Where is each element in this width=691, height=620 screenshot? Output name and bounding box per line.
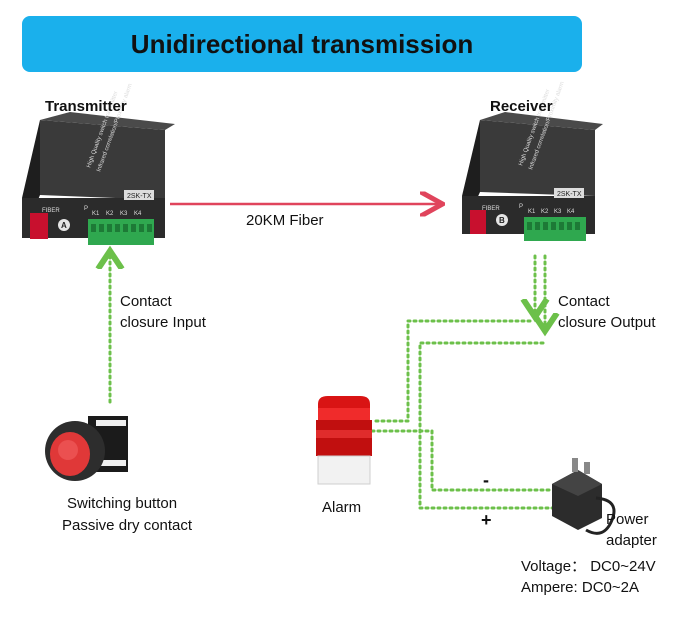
output-label-line2: closure Output <box>558 314 656 331</box>
power-label-line2: adapter <box>606 532 657 549</box>
receiver-p-label: P <box>519 204 523 210</box>
button-label-line1: Switching button <box>67 495 178 512</box>
input-label-line2: closure Input <box>120 314 206 331</box>
alarm-light-icon <box>316 396 372 485</box>
receiver-fiber-label: FIBER <box>482 206 500 212</box>
transmitter-p-label: P <box>84 206 88 212</box>
title-banner: Unidirectional transmission <box>22 16 582 72</box>
transmitter-port-letter: A <box>61 221 67 230</box>
transmitter-k2: K2 <box>106 211 114 217</box>
receiver-k1: K1 <box>528 209 536 215</box>
alarm-label: Alarm <box>322 499 362 516</box>
transmitter-k3: K3 <box>120 211 128 217</box>
transmitter-label: Transmitter <box>45 98 127 115</box>
receiver-k2: K2 <box>541 209 549 215</box>
output-label-line1: Contact <box>558 293 610 310</box>
receiver-device: High Quality switch transmitter Infrared… <box>462 81 603 241</box>
transmitter-k4: K4 <box>134 211 142 217</box>
output-wire-arrows <box>535 254 545 328</box>
receiver-port-letter: B <box>499 216 505 225</box>
minus-sign: - <box>483 470 489 490</box>
transmitter-model: 2SK-TX <box>127 193 152 200</box>
transmitter-terminal-block <box>88 219 154 245</box>
page-title: Unidirectional transmission <box>130 28 474 59</box>
receiver-model: 2SK-TX <box>557 191 582 198</box>
power-label-line1: Power <box>606 511 649 528</box>
switching-button-icon <box>45 416 128 481</box>
input-label-line1: Contact <box>120 293 172 310</box>
receiver-fiber-port <box>470 210 486 234</box>
power-ampere: Ampere: DC0~2A <box>521 579 639 596</box>
transmitter-fiber-label: FIBER <box>42 208 60 214</box>
button-label-line2: Passive dry contact <box>62 517 193 534</box>
transmitter-k1: K1 <box>92 211 100 217</box>
receiver-k3: K3 <box>554 209 562 215</box>
fiber-link-label: 20KM Fiber <box>246 212 324 229</box>
plus-sign: + <box>481 510 492 530</box>
power-voltage: Voltage： DC0~24V <box>521 558 656 575</box>
power-adapter-icon <box>552 458 616 535</box>
transmitter-fiber-port <box>30 213 48 239</box>
receiver-label: Receiver <box>490 98 553 115</box>
receiver-k4: K4 <box>567 209 575 215</box>
alarm-power-wiring <box>370 319 555 510</box>
